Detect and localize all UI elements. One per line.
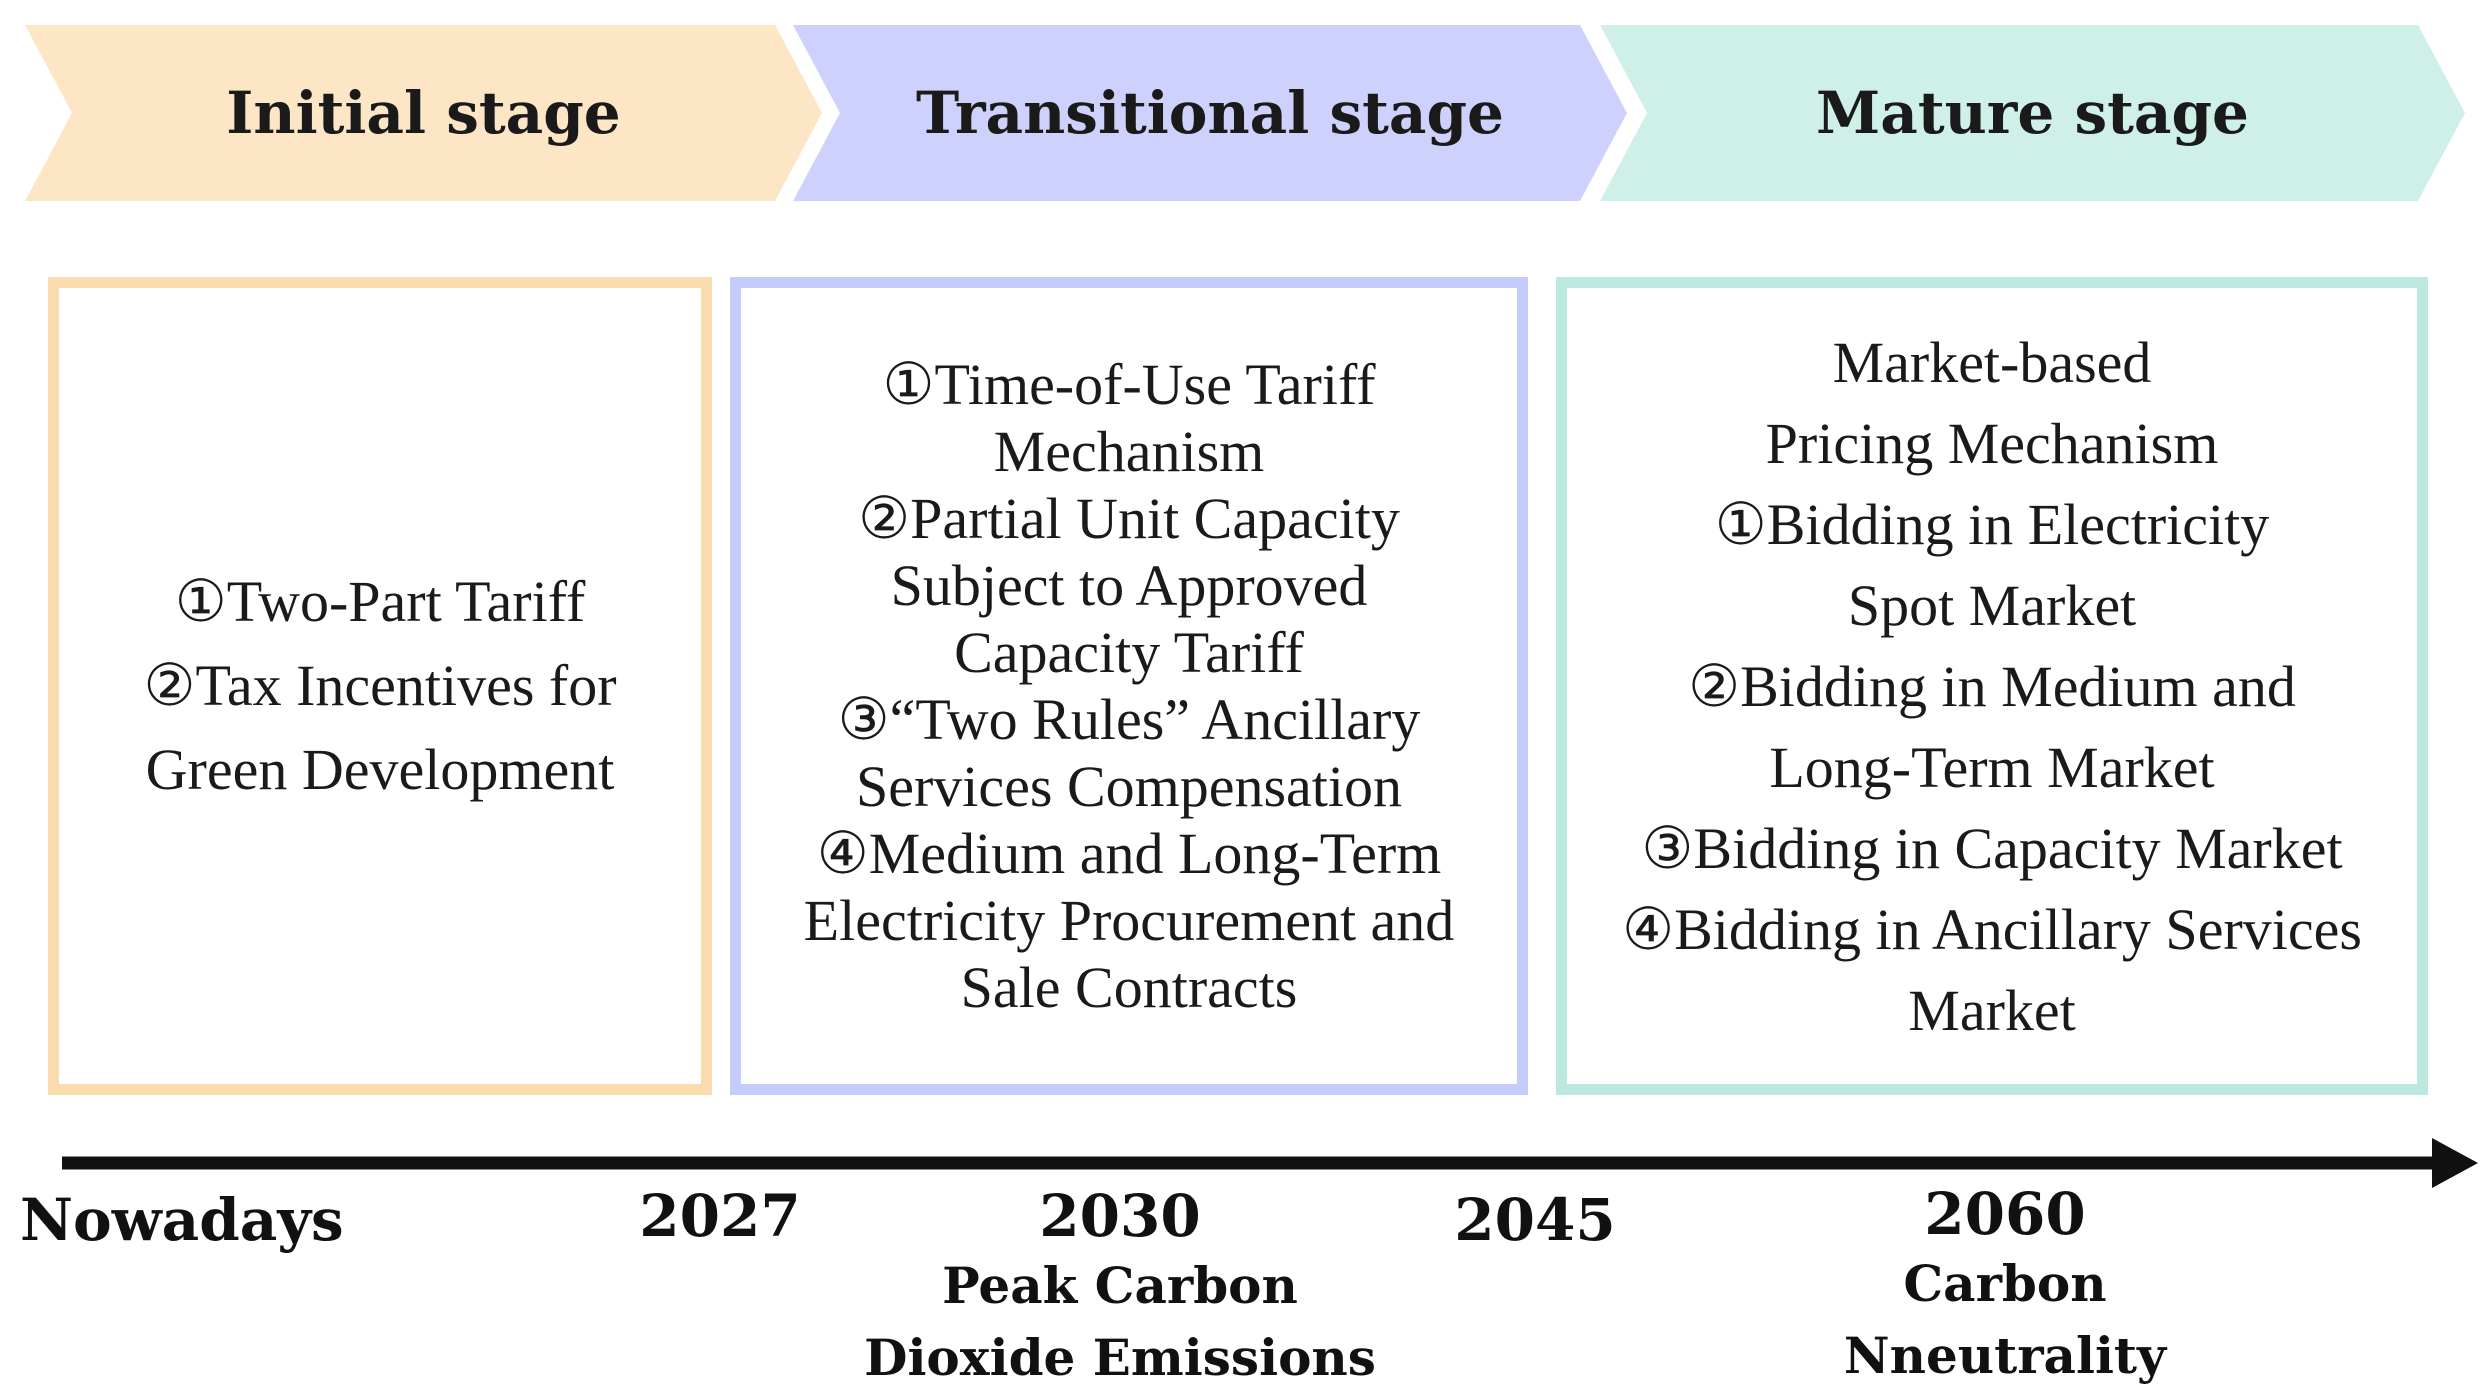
mature-item: Market bbox=[1908, 977, 2076, 1043]
mature-item: ①Bidding in Electricity bbox=[1714, 491, 2270, 557]
initial-item: ②Tax Incentives for bbox=[143, 653, 617, 718]
mature-item: ②Bidding in Medium and bbox=[1688, 653, 2296, 719]
mature-item: Spot Market bbox=[1847, 572, 2137, 638]
transitional-item: Capacity Tariff bbox=[954, 620, 1304, 685]
transitional-item: ④Medium and Long-Term bbox=[816, 821, 1442, 886]
milestone-note: Carbon bbox=[1903, 1254, 2107, 1313]
mature-item: ④Bidding in Ancillary Services bbox=[1622, 896, 2362, 962]
milestone-year: 2045 bbox=[1454, 1186, 1616, 1254]
transitional-stage-title: Transitional stage bbox=[916, 79, 1504, 147]
mature-stage-title: Mature stage bbox=[1816, 79, 2249, 147]
transitional-item: Mechanism bbox=[993, 419, 1265, 484]
milestone-nowadays: Nowadays bbox=[20, 1186, 350, 1254]
initial-stage-box: ①Two-Part Tariff ②Tax Incentives for Gre… bbox=[48, 277, 712, 1095]
transitional-item: Electricity Procurement and bbox=[803, 888, 1455, 953]
transitional-item: Sale Contracts bbox=[960, 955, 1298, 1020]
initial-stage-title: Initial stage bbox=[226, 79, 621, 147]
mature-stage-box: Market-based Pricing Mechanism ①Bidding … bbox=[1556, 277, 2428, 1095]
transitional-stage-box: ①Time-of-Use Tariff Mechanism ②Partial U… bbox=[730, 277, 1528, 1095]
transitional-item: Subject to Approved bbox=[890, 553, 1368, 618]
transitional-item: ②Partial Unit Capacity bbox=[858, 486, 1400, 551]
mature-item: Long-Term Market bbox=[1769, 734, 2215, 800]
milestone-year: 2060 bbox=[1924, 1180, 2086, 1248]
milestone-2030: 2030 Peak Carbon Dioxide Emissions bbox=[820, 1182, 1420, 1394]
transitional-item: Services Compensation bbox=[855, 754, 1403, 819]
chevron-initial-stage bbox=[25, 25, 822, 201]
mature-item: Market-based bbox=[1832, 329, 2152, 395]
milestone-year: 2030 bbox=[1039, 1182, 1201, 1250]
transitional-item: ①Time-of-Use Tariff bbox=[882, 352, 1376, 417]
milestone-2027: 2027 bbox=[620, 1182, 820, 1250]
mature-item: Pricing Mechanism bbox=[1765, 410, 2219, 476]
milestone-year: Nowadays bbox=[20, 1186, 344, 1254]
mature-item: ③Bidding in Capacity Market bbox=[1641, 815, 2343, 881]
transitional-item: ③“Two Rules” Ancillary bbox=[837, 687, 1421, 752]
milestone-2060: 2060 Carbon Nneutrality bbox=[1755, 1180, 2255, 1392]
chevron-transitional-stage bbox=[793, 25, 1627, 201]
milestone-note: Nneutrality bbox=[1843, 1326, 2167, 1385]
milestone-note: Peak Carbon bbox=[942, 1256, 1298, 1315]
chevron-mature-stage bbox=[1600, 25, 2465, 201]
milestone-note: Dioxide Emissions bbox=[864, 1328, 1376, 1387]
initial-item: ①Two-Part Tariff bbox=[174, 569, 586, 634]
timeline-arrowhead-icon bbox=[2432, 1138, 2478, 1188]
milestone-2045: 2045 bbox=[1435, 1186, 1635, 1254]
initial-item: Green Development bbox=[145, 737, 615, 802]
milestone-year: 2027 bbox=[639, 1182, 801, 1250]
